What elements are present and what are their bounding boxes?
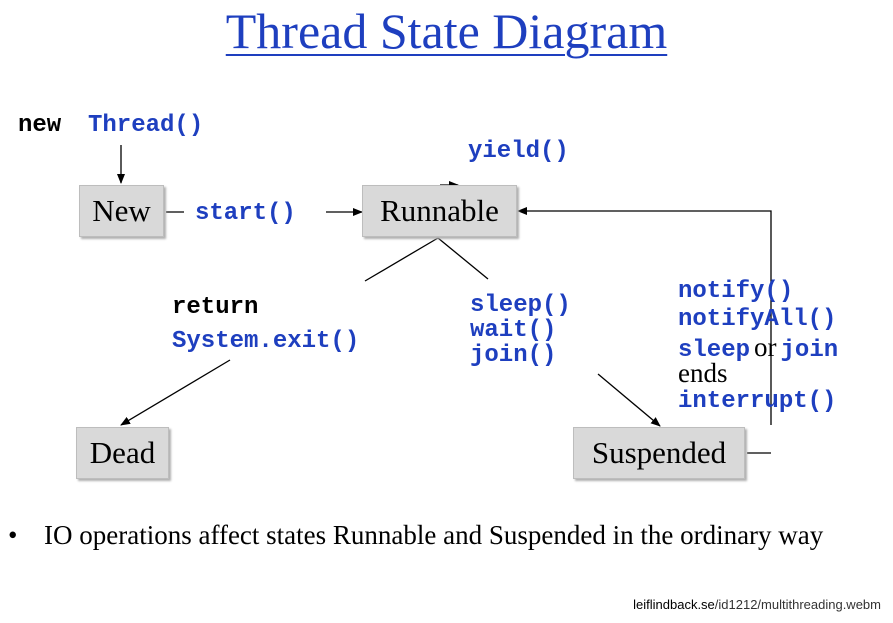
bullet-marker: • [8,520,18,550]
state-runnable: Runnable [362,185,517,237]
state-runnable-label: Runnable [380,193,499,228]
runnable-branch-left [364,237,439,282]
label-join: join() [470,342,557,369]
label-system-exit: System.exit() [172,328,360,355]
diagram-title: Thread State Diagram [225,3,668,59]
state-new: New [79,185,164,237]
arrow-suspend [597,373,661,427]
runnable-branch-right [437,237,489,280]
state-dead-label: Dead [89,435,156,470]
label-notify-all: notifyAll() [678,306,837,333]
label-notify: notify() [678,278,794,305]
label-return: return [172,294,259,321]
arrow-resume [517,207,772,425]
label-sleep: sleep() [470,292,571,319]
label-thread-constructor: Thread() [88,112,204,139]
source-domain: leiflindback.se [633,597,715,612]
label-new-keyword: new [18,112,62,139]
label-interrupt: interrupt() [678,388,837,415]
state-dead: Dead [76,427,169,479]
label-or: or [754,332,777,362]
state-suspended-label: Suspended [591,435,727,470]
label-sleep-or-join: sleep or join [678,332,838,364]
bullet-text: IO operations affect states Runnable and… [44,520,824,550]
label-yield: yield() [468,138,569,165]
label-wait: wait() [470,317,557,344]
state-suspended: Suspended [573,427,745,479]
arrow-terminate [120,359,231,426]
label-start: start() [195,200,296,227]
state-new-label: New [92,193,151,228]
bullet-note: • IO operations affect states Runnable an… [8,520,823,551]
source-path: /id1212/multithreading.webm [714,597,881,612]
label-ends: ends [678,358,728,388]
label-join-2: join [780,337,839,364]
label-sleep-2: sleep [678,337,751,364]
source-watermark: leiflindback.se/id1212/multithreading.we… [633,597,881,612]
